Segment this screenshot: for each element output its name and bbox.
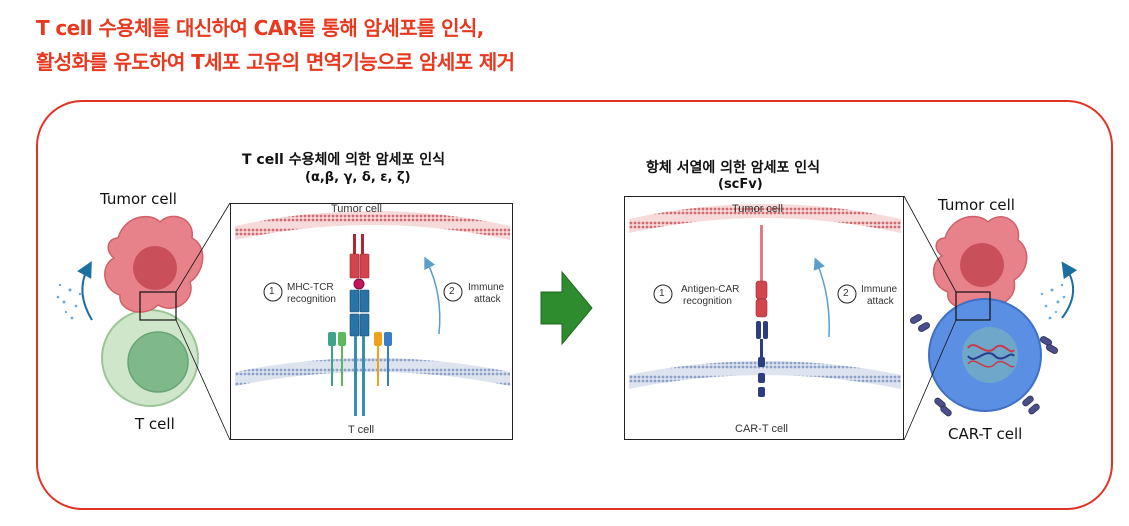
left-step2-label-a: Immune: [468, 282, 505, 293]
left-cytokine-dots: [56, 283, 82, 320]
right-step2-label-a: Immune: [861, 284, 898, 295]
right-step2-label-b: attack: [867, 296, 894, 307]
right-zoom-box: [955, 291, 991, 321]
left-t-cell-label: T cell: [135, 415, 175, 433]
left-t-cell: [101, 309, 199, 407]
right-tumor-cell: [933, 215, 1028, 310]
left-tumor-cell-label: Tumor cell: [100, 190, 177, 208]
right-tumor-cell-label: Tumor cell: [938, 196, 1015, 214]
left-panel-top-label: Tumor cell: [331, 203, 382, 215]
diagram-frame: [36, 100, 1113, 510]
right-panel-top-label: Tumor cell: [732, 203, 783, 215]
right-panel-bottom-label: CAR-T cell: [735, 423, 788, 435]
headline-line-2: 활성화를 유도하여 T세포 고유의 면역기능으로 암세포 제거: [36, 50, 515, 74]
left-release-arrow: [77, 260, 93, 321]
left-step2-label-b: attack: [474, 294, 501, 305]
left-heading: T cell 수용체에 의한 암세포 인식: [242, 152, 445, 168]
left-step2-number: 2: [449, 286, 455, 297]
left-subheading: (α,β, γ, δ, ε, ζ): [305, 170, 411, 185]
right-release-arrow: [1061, 261, 1078, 319]
right-car-t-cell-label: CAR-T cell: [948, 425, 1023, 443]
left-step1-label-b: recognition: [287, 294, 336, 305]
left-panel-drawing: [235, 211, 510, 416]
left-step1-number: 1: [269, 286, 275, 297]
left-zoom-box: [139, 291, 177, 321]
right-subheading: (scFv): [718, 177, 763, 192]
left-panel-bottom-label: T cell: [348, 424, 375, 436]
car-receptors: [910, 314, 1058, 417]
right-heading: 항체 서열에 의한 암세포 인식: [646, 160, 821, 176]
right-panel-drawing: [629, 204, 901, 397]
headline-line-1: T cell 수용체를 대신하여 CAR를 통해 암세포를 인식,: [36, 16, 484, 40]
left-zoom-panel: Tumor cell T cell 1 MHC-TCR recognition …: [230, 203, 513, 440]
right-step1-label-b: recognition: [683, 296, 732, 307]
right-car-t-cell: [928, 298, 1042, 412]
right-zoom-panel: Tumor cell CAR-T cell 1 Antigen-CAR reco…: [624, 196, 904, 440]
left-tumor-cell: [104, 215, 204, 313]
transition-arrow: [540, 270, 593, 346]
right-step2-number: 2: [843, 288, 849, 299]
right-step1-number: 1: [659, 288, 665, 299]
left-step1-label-a: MHC-TCR: [287, 282, 334, 293]
right-cytokine-dots: [1040, 283, 1066, 320]
right-step1-label-a: Antigen-CAR: [681, 284, 740, 295]
